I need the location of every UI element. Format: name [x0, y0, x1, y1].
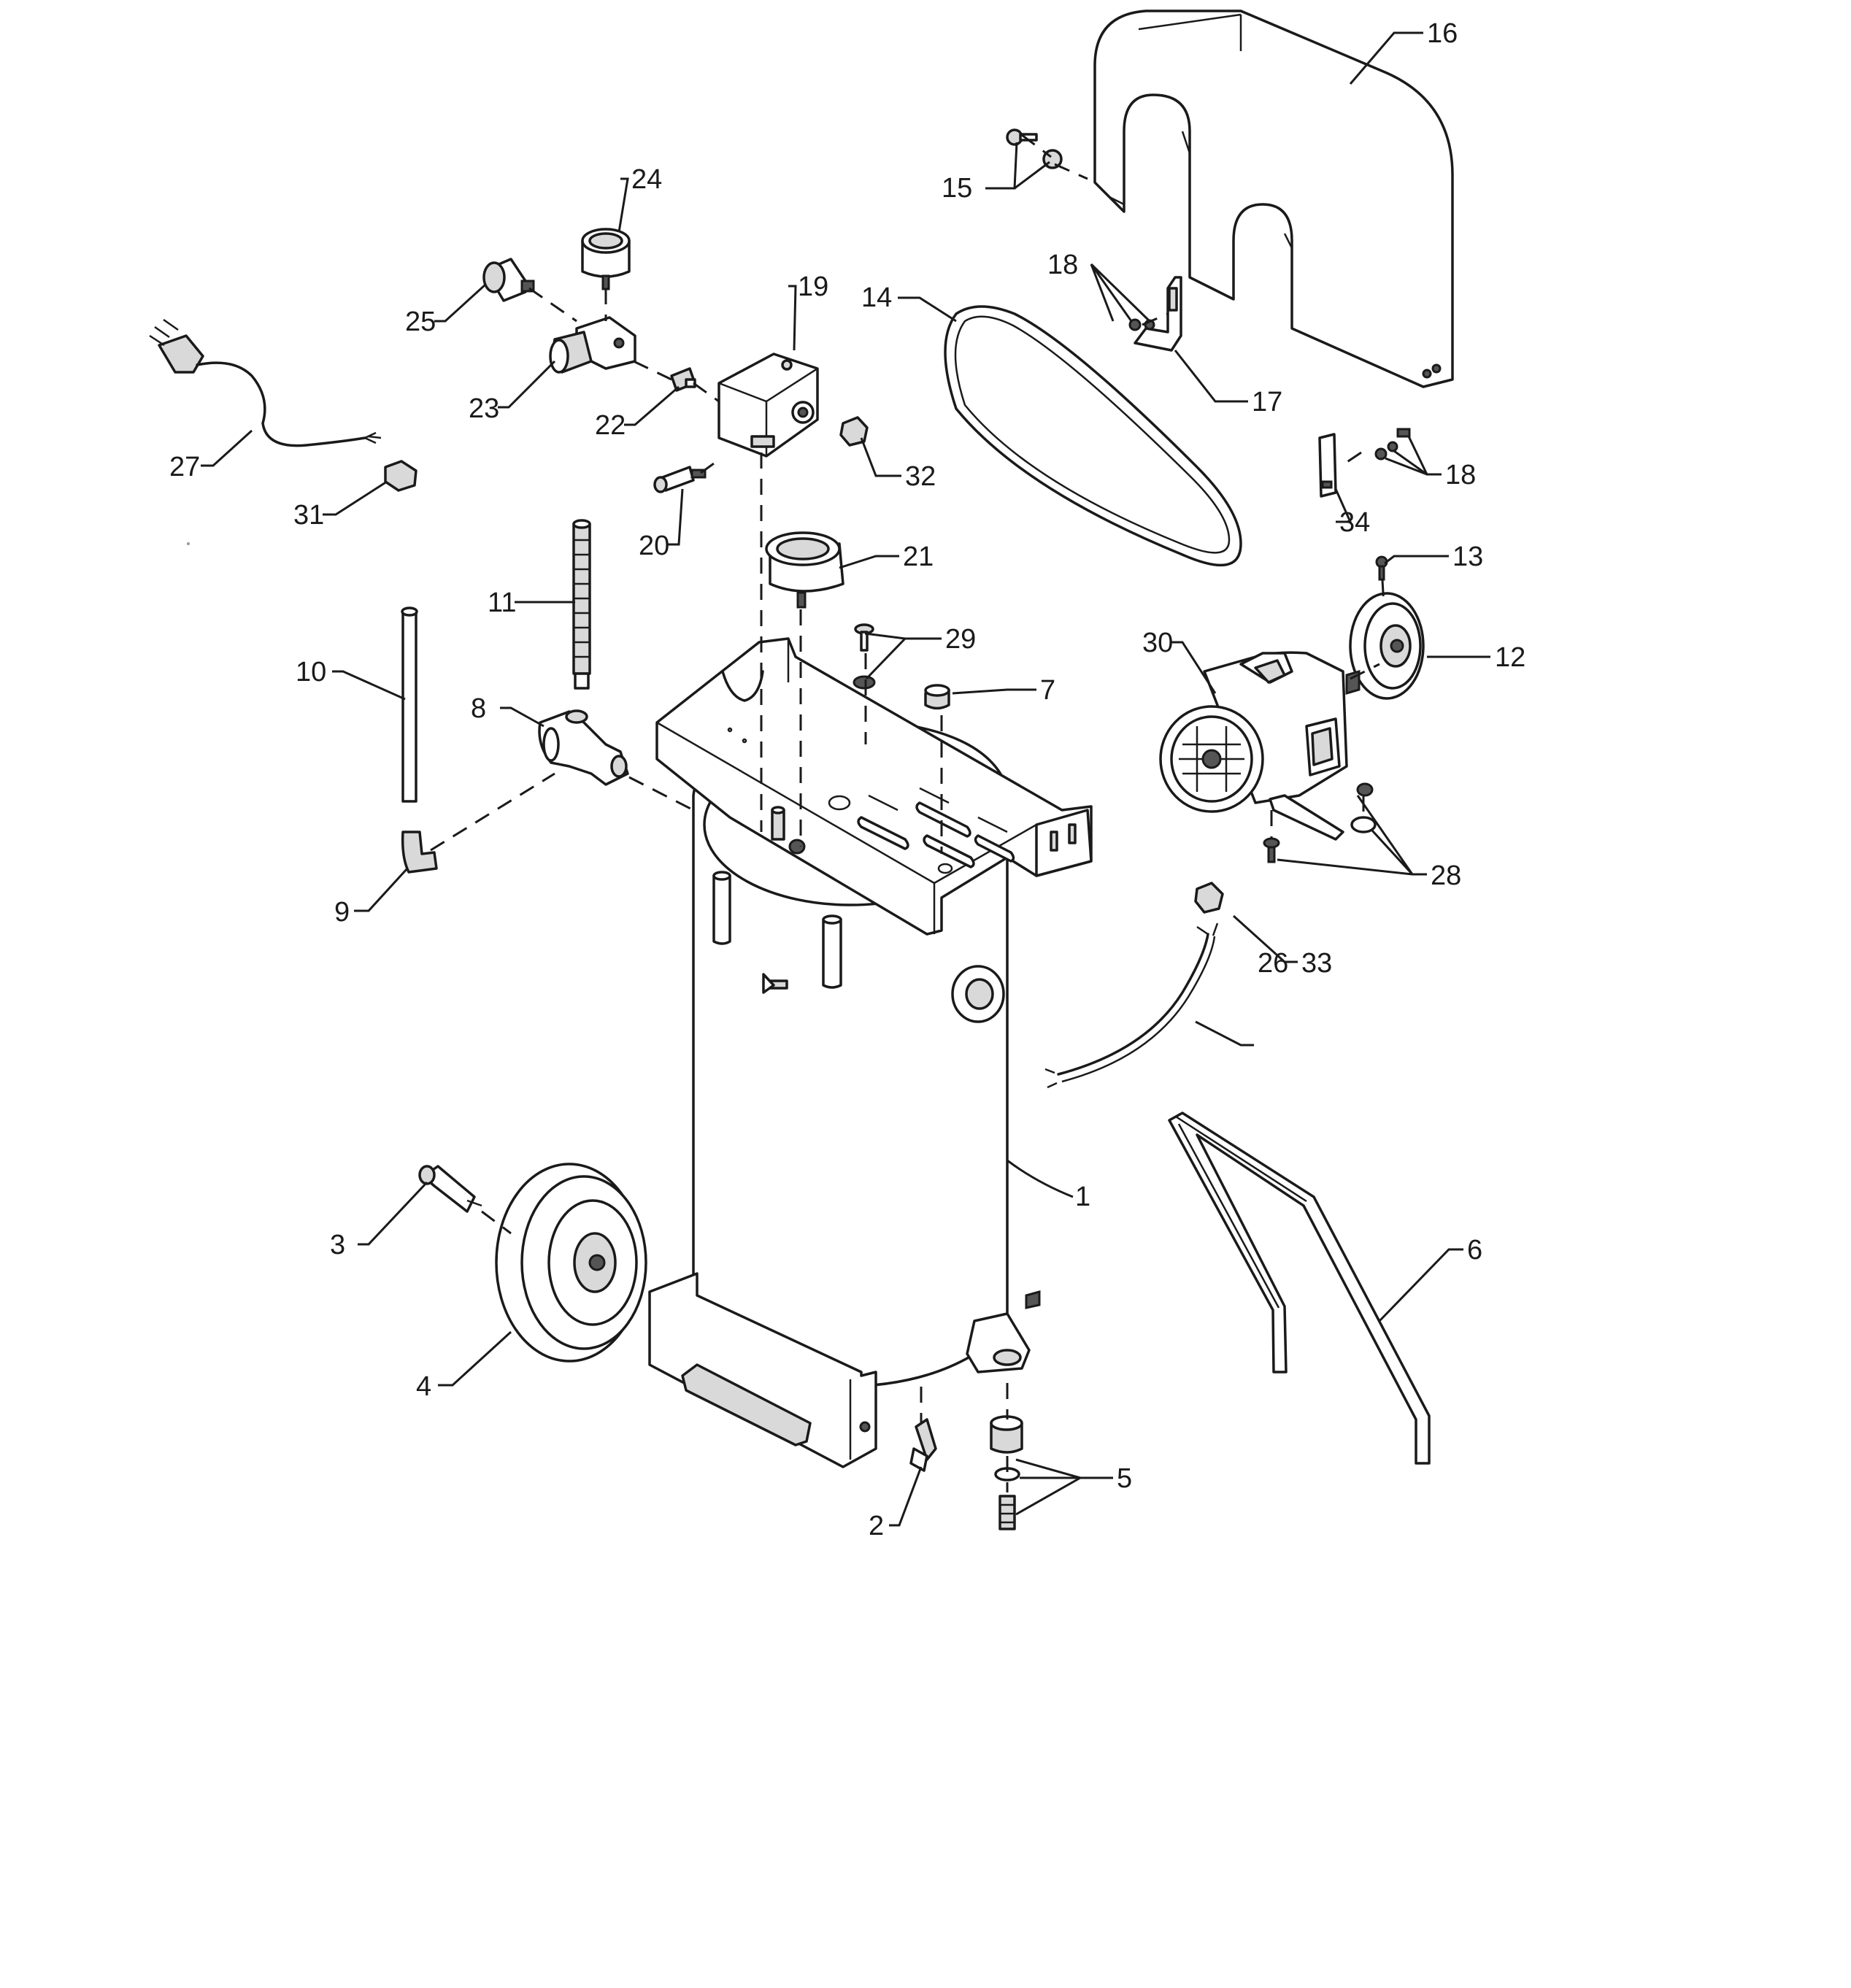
callout-18-lower: 18 [1445, 460, 1476, 490]
pump-tube [401, 606, 418, 803]
callout-23: 23 [469, 393, 499, 424]
drive-belt [944, 305, 1242, 567]
callout-27: 27 [169, 452, 200, 482]
callout-14: 14 [861, 282, 892, 313]
callout-19: 19 [798, 271, 828, 302]
discharge-tube [572, 519, 591, 690]
guard-screws [1006, 128, 1063, 169]
check-valve-tee [538, 709, 629, 786]
callout-29: 29 [945, 624, 976, 655]
wheel [495, 1163, 647, 1363]
callout-24: 24 [631, 164, 662, 195]
drain-valve [909, 1418, 937, 1472]
callout-33: 33 [1301, 948, 1332, 979]
motor-mount-hardware [1263, 782, 1377, 863]
pulley-set-screw [1375, 555, 1388, 581]
callout-26: 26 [1258, 948, 1288, 979]
callout-8: 8 [471, 693, 486, 724]
belt-guard [1093, 9, 1454, 388]
callout-17: 17 [1252, 387, 1282, 417]
callout-4: 4 [416, 1371, 431, 1402]
callout-5: 5 [1117, 1463, 1132, 1494]
callout-16: 16 [1427, 18, 1458, 49]
tank-gauge [765, 531, 844, 609]
tank-handle [1168, 1111, 1431, 1465]
pressure-switch [717, 352, 819, 458]
callout-13: 13 [1452, 542, 1483, 572]
callout-30: 30 [1142, 628, 1173, 658]
callout-7: 7 [1040, 675, 1055, 706]
callout-28: 28 [1431, 860, 1461, 891]
callout-12: 12 [1495, 642, 1525, 673]
callout-34: 34 [1339, 507, 1370, 538]
callout-1: 1 [1075, 1182, 1090, 1212]
motor-wire [1044, 922, 1219, 1089]
callout-10: 10 [296, 657, 326, 687]
callout-6: 6 [1467, 1235, 1482, 1265]
assembly-lines [430, 134, 1385, 1492]
callout-32: 32 [905, 461, 936, 492]
callout-15: 15 [942, 173, 972, 204]
strain-relief [1194, 882, 1224, 914]
outlet-gauge [581, 228, 631, 290]
callout-2: 2 [869, 1511, 884, 1541]
pressure-regulator [549, 316, 636, 374]
check-nipple [670, 367, 696, 392]
cord-strain-relief [384, 460, 417, 492]
tank-foot-bracket [648, 1272, 877, 1468]
callout-labels: 1 2 3 4 5 6 7 8 9 10 11 12 13 14 15 16 1… [169, 18, 1525, 1541]
scan-speck [187, 542, 190, 545]
mounting-plate [1318, 433, 1337, 498]
callout-21: 21 [903, 542, 934, 572]
leader-lines [201, 31, 1490, 1527]
callout-22: 22 [595, 410, 626, 441]
plate-bolts [1374, 428, 1411, 461]
quick-coupler [482, 258, 535, 302]
callout-31: 31 [293, 500, 324, 531]
rubber-foot-kit [990, 1290, 1041, 1530]
motor-pulley [1349, 592, 1425, 700]
pump-saddle [655, 637, 1093, 936]
axle-bolt [418, 1165, 482, 1213]
elbow-fitting [401, 831, 438, 874]
saddle-bolt [853, 623, 876, 690]
safety-valve [653, 466, 707, 493]
callout-11: 11 [488, 587, 516, 618]
electric-motor [1159, 651, 1361, 841]
callout-18-upper: 18 [1047, 250, 1078, 280]
callout-3: 3 [330, 1230, 345, 1260]
tank-plug [924, 684, 950, 710]
callout-9: 9 [334, 897, 350, 928]
guard-bracket [1134, 276, 1182, 352]
callout-20: 20 [639, 531, 669, 561]
power-cord [149, 318, 382, 447]
callout-25: 25 [405, 307, 436, 337]
